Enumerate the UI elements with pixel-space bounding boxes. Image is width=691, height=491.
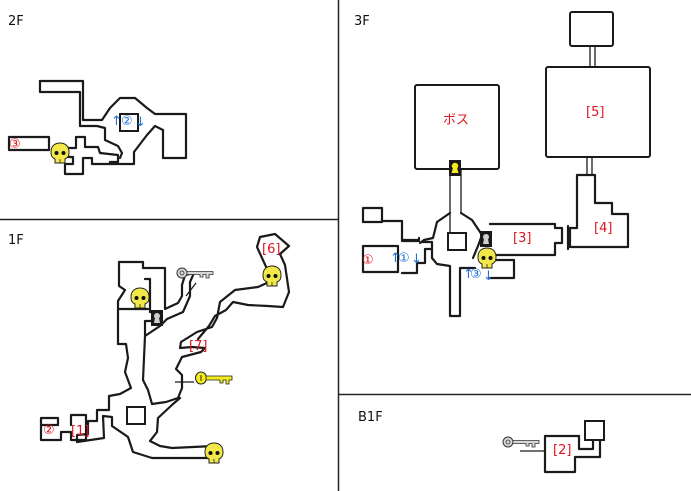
stairs-1f-box [126, 406, 146, 425]
top-room [569, 11, 614, 47]
gold-key-icon [195, 371, 233, 385]
room-label-1: [1] [71, 424, 90, 439]
silver-key-icon [502, 436, 540, 448]
room-label-5: [5] [586, 105, 605, 120]
exit-marker-3f: ① [362, 253, 374, 268]
floor-label-b1f: B1F [358, 410, 383, 425]
down-arrow-icon: ↓ [411, 252, 422, 267]
up-arrow-icon: ↑ [390, 251, 401, 266]
exit-marker-2f: ③ [9, 137, 21, 152]
room-label-4: [4] [594, 221, 613, 236]
floor-2f-map [7, 79, 188, 176]
room-label-3: [3] [513, 231, 532, 246]
exit-marker-1f: ② [43, 423, 55, 438]
keyhole-icon [480, 231, 492, 247]
skull-icon [50, 142, 70, 164]
keyhole-icon [151, 310, 163, 326]
skull-icon [204, 442, 224, 464]
room-5 [545, 66, 651, 158]
skull-icon [130, 287, 150, 309]
boss-label: ボス [443, 113, 470, 128]
up-arrow-icon: ↑ [111, 114, 122, 129]
room-label-6: [6] [262, 242, 281, 257]
floor-label-2f: 2F [8, 14, 24, 29]
keyhole-gold-icon [449, 160, 461, 176]
floor-label-3f: 3F [354, 14, 370, 29]
stairs-id: ② [121, 114, 133, 129]
skull-icon [477, 247, 497, 269]
down-arrow-icon: ↓ [483, 269, 494, 284]
floor-3f-map [361, 11, 651, 318]
stairs-id: ③ [470, 267, 482, 282]
down-arrow-icon: ↓ [135, 115, 146, 130]
floor-label-1f: 1F [8, 233, 24, 248]
stairs-3f-box [447, 232, 467, 251]
room-label-7: [7] [189, 339, 208, 354]
up-arrow-icon: ↑ [463, 267, 474, 282]
b1f-small-room [584, 420, 605, 441]
silver-key-icon [176, 267, 214, 279]
floor-b1f-map [520, 420, 605, 474]
room-label-2: [2] [553, 443, 572, 458]
stairs-id: ① [398, 251, 410, 266]
stairs-2f-box [119, 113, 139, 132]
